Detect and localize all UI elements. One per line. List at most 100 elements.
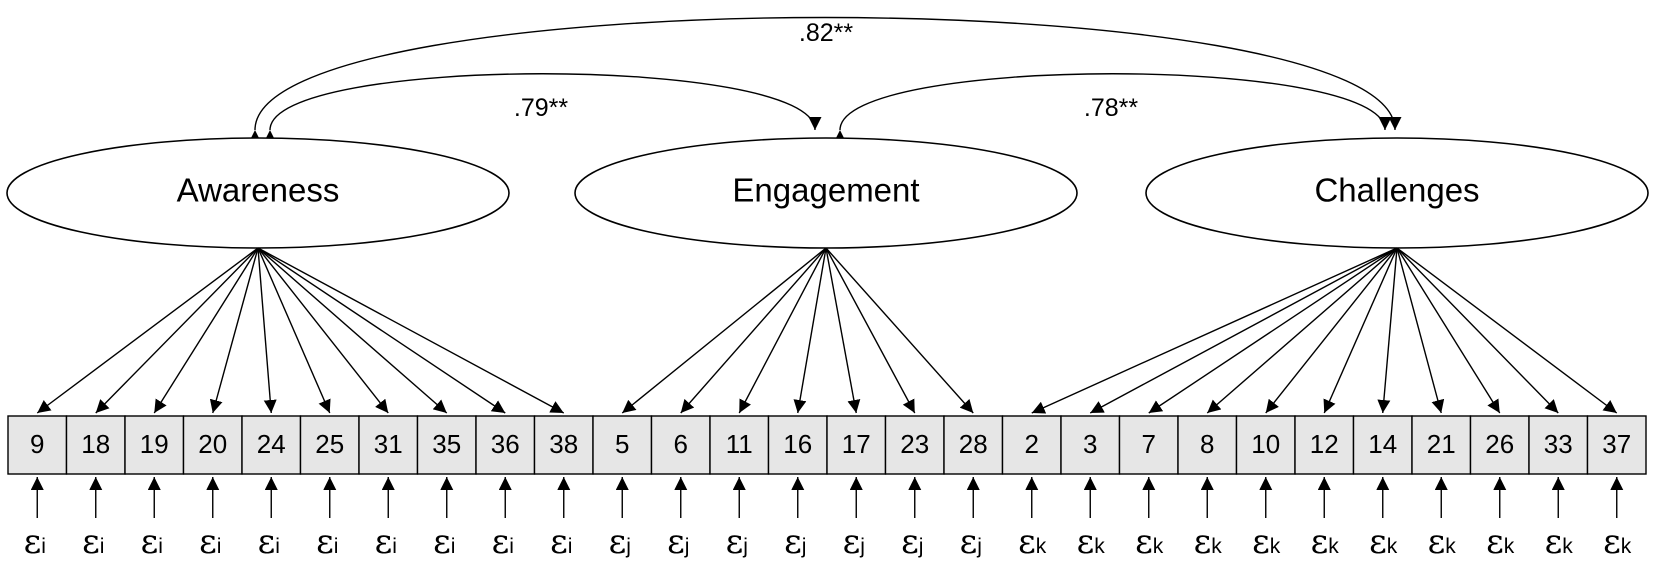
item-label: 11 [726, 429, 753, 459]
item-label: 23 [900, 429, 929, 459]
item-box-group: 17 [826, 415, 887, 475]
item-box [1528, 415, 1589, 475]
item-label: 10 [1251, 429, 1280, 459]
error-subscript: k [1094, 535, 1105, 558]
item-box [1294, 415, 1355, 475]
covariance-label-awareness-engagement: .79** [514, 94, 568, 122]
loading-arrow-awareness-35 [257, 247, 448, 414]
item-box [416, 415, 477, 475]
item-box [767, 415, 828, 475]
loading-arrow-challenges-12 [1323, 247, 1398, 414]
error-subscript: i [275, 535, 280, 558]
item-label: 37 [1602, 429, 1631, 459]
error-symbol: ε [901, 522, 919, 562]
item-label: 8 [1200, 429, 1214, 459]
item-label: 21 [1427, 429, 1456, 459]
item-box-group: 12 [1294, 415, 1355, 475]
error-symbol: ε [1077, 522, 1095, 562]
error-subscript: i [392, 535, 397, 558]
item-box [650, 415, 711, 475]
item-label: 36 [491, 429, 520, 459]
item-box [182, 415, 243, 475]
item-box [709, 415, 770, 475]
item-box-group: 24 [241, 415, 302, 475]
item-label: 31 [374, 429, 403, 459]
item-box-group: 14 [1352, 415, 1413, 475]
loading-arrow-awareness-25 [257, 247, 331, 414]
error-symbol: ε [550, 522, 568, 562]
error-subscript: i [509, 535, 514, 558]
item-box-group: 6 [650, 415, 711, 475]
loading-arrow-awareness-24 [257, 247, 277, 414]
item-label: 28 [959, 429, 988, 459]
item-box-group: 37 [1586, 415, 1647, 475]
loading-arrow-challenges-2 [1031, 247, 1398, 414]
item-box-group: 7 [1118, 415, 1179, 475]
item-label: 16 [783, 429, 812, 459]
error-symbol: ε [433, 522, 451, 562]
error-symbol: ε [1135, 522, 1153, 562]
item-box [1177, 415, 1238, 475]
item-box-group: 21 [1411, 415, 1472, 475]
factor-label-challenges: Challenges [1314, 172, 1479, 209]
error-subscript: j [742, 535, 748, 558]
item-box [1001, 415, 1062, 475]
error-subscript: i [334, 535, 339, 558]
error-symbol: ε [258, 522, 276, 562]
item-label: 20 [198, 429, 227, 459]
error-subscript: i [41, 535, 46, 558]
error-symbol: ε [141, 522, 159, 562]
factor-engagement: Engagement [574, 137, 1078, 249]
error-symbol: ε [199, 522, 217, 562]
item-box-group: 3 [1060, 415, 1121, 475]
error-symbol: ε [609, 522, 627, 562]
loading-arrow-challenges-10 [1265, 247, 1398, 414]
item-box-group: 9 [7, 415, 68, 475]
error-symbol: ε [784, 522, 802, 562]
covariance-paths [248, 16, 1402, 144]
error-subscript: k [1621, 535, 1632, 558]
item-box-group: 25 [299, 415, 360, 475]
factor-loading-paths [36, 247, 1618, 414]
item-box-group: 10 [1235, 415, 1296, 475]
loading-arrow-awareness-38 [257, 247, 565, 414]
loading-arrow-challenges-14 [1377, 247, 1398, 414]
item-label: 17 [842, 429, 871, 459]
loading-arrow-awareness-31 [257, 247, 389, 414]
item-box-group: 19 [124, 415, 185, 475]
item-label: 33 [1544, 429, 1573, 459]
loading-arrow-engagement-28 [825, 247, 974, 414]
loading-arrow-awareness-9 [36, 247, 259, 414]
error-subscript: j [684, 535, 690, 558]
covariance-label-engagement-challenges: .78** [1084, 94, 1138, 122]
item-box [943, 415, 1004, 475]
loading-arrow-challenges-21 [1396, 247, 1445, 414]
loading-arrow-engagement-23 [825, 247, 916, 414]
item-box-group: 31 [358, 415, 419, 475]
loading-arrow-engagement-17 [825, 247, 861, 414]
error-symbol: ε [375, 522, 393, 562]
item-label: 9 [30, 429, 44, 459]
loading-arrow-awareness-18 [95, 247, 259, 414]
covariance-arc-awareness-engagement [263, 73, 822, 144]
loading-arrow-engagement-16 [793, 247, 827, 414]
item-label: 7 [1142, 429, 1156, 459]
item-box [1586, 415, 1647, 475]
item-box [1118, 415, 1179, 475]
error-subscript: i [568, 535, 573, 558]
error-symbol: ε [1194, 522, 1212, 562]
item-label: 2 [1025, 429, 1039, 459]
error-subscript: j [918, 535, 924, 558]
item-label: 24 [257, 429, 286, 459]
